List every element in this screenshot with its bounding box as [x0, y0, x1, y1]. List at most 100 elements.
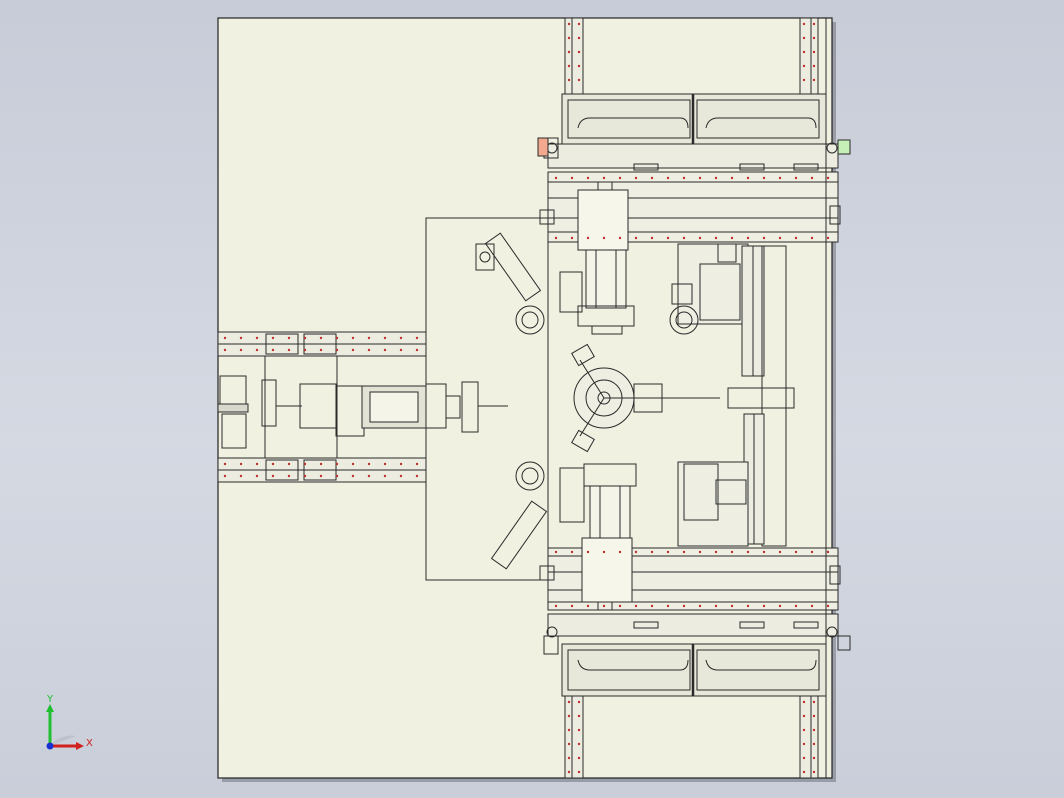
bolt-marker	[634, 550, 638, 554]
bolt-marker	[567, 700, 571, 704]
bolt-marker	[554, 176, 558, 180]
bolt-marker	[802, 714, 806, 718]
bolt-marker	[602, 604, 606, 608]
bolt-marker	[802, 770, 806, 774]
rotary-indexing-station	[425, 217, 795, 581]
bolt-marker	[223, 462, 227, 466]
bolt-marker	[812, 728, 816, 732]
bolt-marker	[794, 236, 798, 240]
bolt-marker	[554, 236, 558, 240]
bolt-marker	[577, 728, 581, 732]
bolt-marker	[319, 348, 323, 352]
bolt-marker	[303, 462, 307, 466]
bolt-marker	[577, 742, 581, 746]
bolt-marker	[810, 176, 814, 180]
bolt-marker	[319, 474, 323, 478]
bolt-marker	[255, 462, 259, 466]
bolt-marker	[239, 336, 243, 340]
bolt-marker	[714, 236, 718, 240]
bolt-marker	[287, 474, 291, 478]
bolt-marker	[762, 236, 766, 240]
bolt-marker	[567, 22, 571, 26]
bolt-marker	[271, 462, 275, 466]
bolt-marker	[810, 604, 814, 608]
bolt-marker	[239, 348, 243, 352]
bolt-marker	[812, 756, 816, 760]
bolt-marker	[746, 604, 750, 608]
bolt-marker	[826, 550, 830, 554]
bolt-marker	[586, 550, 590, 554]
bolt-marker	[794, 604, 798, 608]
bolt-marker	[812, 700, 816, 704]
bolt-marker	[778, 236, 782, 240]
bolt-marker	[415, 336, 419, 340]
bolt-marker	[746, 236, 750, 240]
bolt-marker	[778, 604, 782, 608]
left-actuator	[217, 375, 508, 449]
bolt-marker	[303, 348, 307, 352]
lower-cylinder	[559, 463, 637, 539]
bolt-marker	[367, 348, 371, 352]
bolt-marker	[586, 604, 590, 608]
left-horizontal-conveyor	[217, 331, 427, 483]
bolt-marker	[570, 604, 574, 608]
bolt-marker	[802, 700, 806, 704]
bolt-marker	[666, 550, 670, 554]
bolt-marker	[577, 714, 581, 718]
bolt-marker	[239, 462, 243, 466]
bolt-marker	[577, 36, 581, 40]
bolt-marker	[383, 474, 387, 478]
bolt-marker	[730, 176, 734, 180]
bolt-marker	[577, 700, 581, 704]
bolt-marker	[351, 348, 355, 352]
bolt-marker	[567, 50, 571, 54]
bolt-marker	[303, 336, 307, 340]
bolt-marker	[577, 64, 581, 68]
y-axis-label: Y	[47, 694, 54, 705]
bolt-marker	[812, 22, 816, 26]
bolt-marker	[415, 474, 419, 478]
bolt-marker	[650, 604, 654, 608]
bolt-marker	[271, 336, 275, 340]
bolt-marker	[602, 236, 606, 240]
bolt-marker	[367, 336, 371, 340]
bolt-marker	[255, 348, 259, 352]
bolt-marker	[567, 64, 571, 68]
bolt-marker	[567, 36, 571, 40]
bolt-marker	[367, 474, 371, 478]
bolt-marker	[682, 604, 686, 608]
bolt-marker	[567, 756, 571, 760]
bolt-marker	[650, 236, 654, 240]
bolt-marker	[567, 728, 571, 732]
bolt-marker	[239, 474, 243, 478]
bolt-marker	[271, 348, 275, 352]
bolt-marker	[714, 604, 718, 608]
bolt-marker	[319, 336, 323, 340]
bolt-marker	[812, 742, 816, 746]
coordinate-triad: Y X	[40, 694, 100, 758]
bolt-marker	[399, 336, 403, 340]
bolt-marker	[287, 462, 291, 466]
bolt-marker	[698, 604, 702, 608]
bolt-marker	[778, 176, 782, 180]
bolt-marker	[802, 36, 806, 40]
bolt-marker	[335, 336, 339, 340]
bolt-marker	[399, 474, 403, 478]
bolt-marker	[802, 50, 806, 54]
bolt-marker	[730, 604, 734, 608]
bolt-marker	[303, 474, 307, 478]
bolt-marker	[666, 236, 670, 240]
bolt-marker	[810, 236, 814, 240]
bolt-marker	[802, 22, 806, 26]
x-axis-label: X	[86, 738, 93, 749]
bolt-marker	[351, 474, 355, 478]
bolt-marker	[618, 236, 622, 240]
bolt-marker	[698, 550, 702, 554]
bolt-marker	[223, 336, 227, 340]
bolt-marker	[570, 550, 574, 554]
bolt-marker	[812, 714, 816, 718]
bolt-marker	[335, 348, 339, 352]
bolt-marker	[602, 176, 606, 180]
